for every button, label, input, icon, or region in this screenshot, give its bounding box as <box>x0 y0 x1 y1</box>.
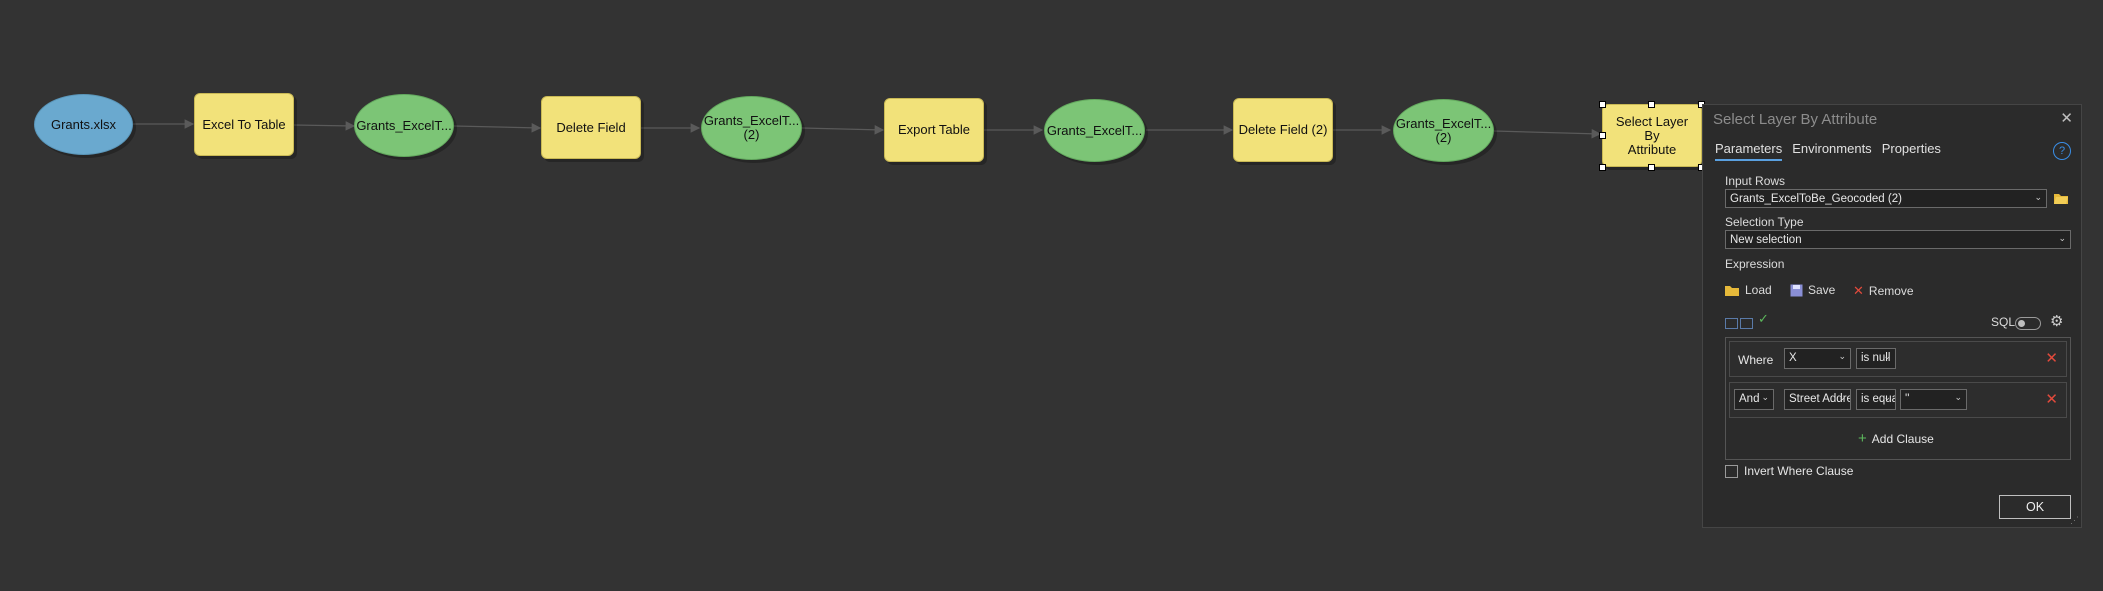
dialog-tabs: Parameters Environments Properties <box>1715 141 1941 161</box>
load-label: Load <box>1745 283 1772 297</box>
tool-dialog: Select Layer By Attribute ✕ Parameters E… <box>1702 104 2082 528</box>
validate-check-icon[interactable]: ✓ <box>1758 311 1769 326</box>
save-icon <box>1790 284 1803 296</box>
node-grants-excelt-4[interactable]: Grants_ExcelT... (2) <box>1393 99 1494 162</box>
plus-icon: + <box>1858 430 1867 447</box>
selection-type-select[interactable]: New selection ⌄ <box>1725 230 2071 249</box>
node-grants-excelt-1[interactable]: Grants_ExcelT... <box>354 94 454 157</box>
logical-operator-value: And <box>1739 393 1760 405</box>
chevron-down-icon: ⌄ <box>1883 351 1891 361</box>
invert-where-clause: Invert Where Clause <box>1725 464 1853 478</box>
field-select[interactable]: Street Addres⌄ <box>1784 389 1851 410</box>
chevron-down-icon: ⌄ <box>1883 392 1891 402</box>
node-grants-excelt-3[interactable]: Grants_ExcelT... <box>1044 99 1145 162</box>
delete-clause-icon[interactable]: ✕ <box>2045 391 2058 408</box>
connector <box>453 123 542 133</box>
expression-builder <box>1725 337 2071 460</box>
selection-type-label: Selection Type <box>1725 215 1804 229</box>
tool-export-table[interactable]: Export Table <box>884 98 984 162</box>
folder-open-icon[interactable] <box>2053 191 2069 205</box>
operator-value: is equa <box>1861 393 1896 405</box>
input-rows-label: Input Rows <box>1725 174 1786 188</box>
tool-excel-to-table[interactable]: Excel To Table <box>194 93 294 156</box>
save-button[interactable]: Save <box>1790 283 1835 297</box>
resize-grip-icon[interactable]: ⋰ <box>2070 515 2079 525</box>
selection-handle[interactable] <box>1599 164 1606 171</box>
invert-checkbox[interactable] <box>1725 464 1738 478</box>
connector <box>1493 128 1602 139</box>
where-keyword: Where <box>1738 353 1774 367</box>
remove-icon: ✕ <box>1853 283 1864 298</box>
dialog-title: Select Layer By Attribute <box>1713 111 1878 128</box>
logical-operator-select[interactable]: And⌄ <box>1734 389 1774 410</box>
selection-handle[interactable] <box>1599 132 1606 139</box>
add-clause-label: Add Clause <box>1871 431 1934 446</box>
field-value: Street Addres <box>1789 393 1850 405</box>
value-select[interactable]: '' ⌄ <box>1900 389 1967 410</box>
folder-open-icon <box>1725 286 1739 296</box>
tool-delete-field-2[interactable]: Delete Field (2) <box>1233 98 1333 162</box>
input-rows-value: Grants_ExcelToBe_Geocoded (2) <box>1730 193 1902 205</box>
selection-handle[interactable] <box>1648 164 1655 171</box>
help-icon[interactable]: ? <box>2053 142 2071 160</box>
tab-properties[interactable]: Properties <box>1881 141 1941 156</box>
view-toggle-icons[interactable] <box>1725 316 1753 334</box>
tab-parameters[interactable]: Parameters <box>1715 141 1783 161</box>
gear-icon[interactable]: ⚙ <box>2050 313 2064 330</box>
operator-select[interactable]: is equa⌄ <box>1856 389 1896 410</box>
operator-value: is null <box>1861 352 1891 364</box>
tool-delete-field[interactable]: Delete Field <box>541 96 641 159</box>
selection-type-value: New selection <box>1730 234 1802 246</box>
close-icon[interactable]: ✕ <box>2060 110 2073 127</box>
clause-row-1: Where X⌄ is null⌄ ✕ <box>1729 341 2067 377</box>
value-text: '' <box>1905 393 1910 405</box>
remove-button[interactable]: ✕ Remove <box>1853 283 1914 299</box>
connector <box>292 121 356 131</box>
chevron-down-icon: ⌄ <box>1838 392 1846 402</box>
expression-label: Expression <box>1725 257 1785 271</box>
save-label: Save <box>1808 283 1836 297</box>
chevron-down-icon: ⌄ <box>2034 192 2042 202</box>
ok-button[interactable]: OK <box>1999 495 2071 519</box>
selection-handle[interactable] <box>1599 101 1606 108</box>
add-clause-button[interactable]: + Add Clause <box>1858 430 1934 447</box>
clause-row-2: And⌄ Street Addres⌄ is equa⌄ ''⌄ ✕ <box>1729 382 2067 418</box>
connector <box>801 124 885 135</box>
tool-select-layer-by-attribute[interactable]: Select Layer By Attribute <box>1602 104 1702 167</box>
delete-clause-icon[interactable]: ✕ <box>2045 350 2058 367</box>
selection-handle[interactable] <box>1648 101 1655 108</box>
chevron-down-icon: ⌄ <box>2058 233 2066 243</box>
invert-label: Invert Where Clause <box>1744 464 1854 478</box>
input-rows-select[interactable]: Grants_ExcelToBe_Geocoded (2) ⌄ <box>1725 189 2047 208</box>
chevron-down-icon: ⌄ <box>1761 392 1769 402</box>
field-select[interactable]: X⌄ <box>1784 348 1851 369</box>
node-grants-excelt-2[interactable]: Grants_ExcelT... (2) <box>701 96 802 160</box>
field-value: X <box>1789 352 1797 364</box>
chevron-down-icon: ⌄ <box>1954 392 1962 402</box>
load-button[interactable]: Load <box>1725 283 1772 297</box>
tab-environments[interactable]: Environments <box>1792 141 1872 156</box>
node-grants-xlsx[interactable]: Grants.xlsx <box>34 94 133 155</box>
remove-label: Remove <box>1868 284 1914 298</box>
sql-toggle[interactable] <box>2015 317 2041 330</box>
operator-select[interactable]: is null⌄ <box>1856 348 1896 369</box>
sql-label: SQL <box>1991 315 2016 329</box>
chevron-down-icon: ⌄ <box>1838 351 1846 361</box>
